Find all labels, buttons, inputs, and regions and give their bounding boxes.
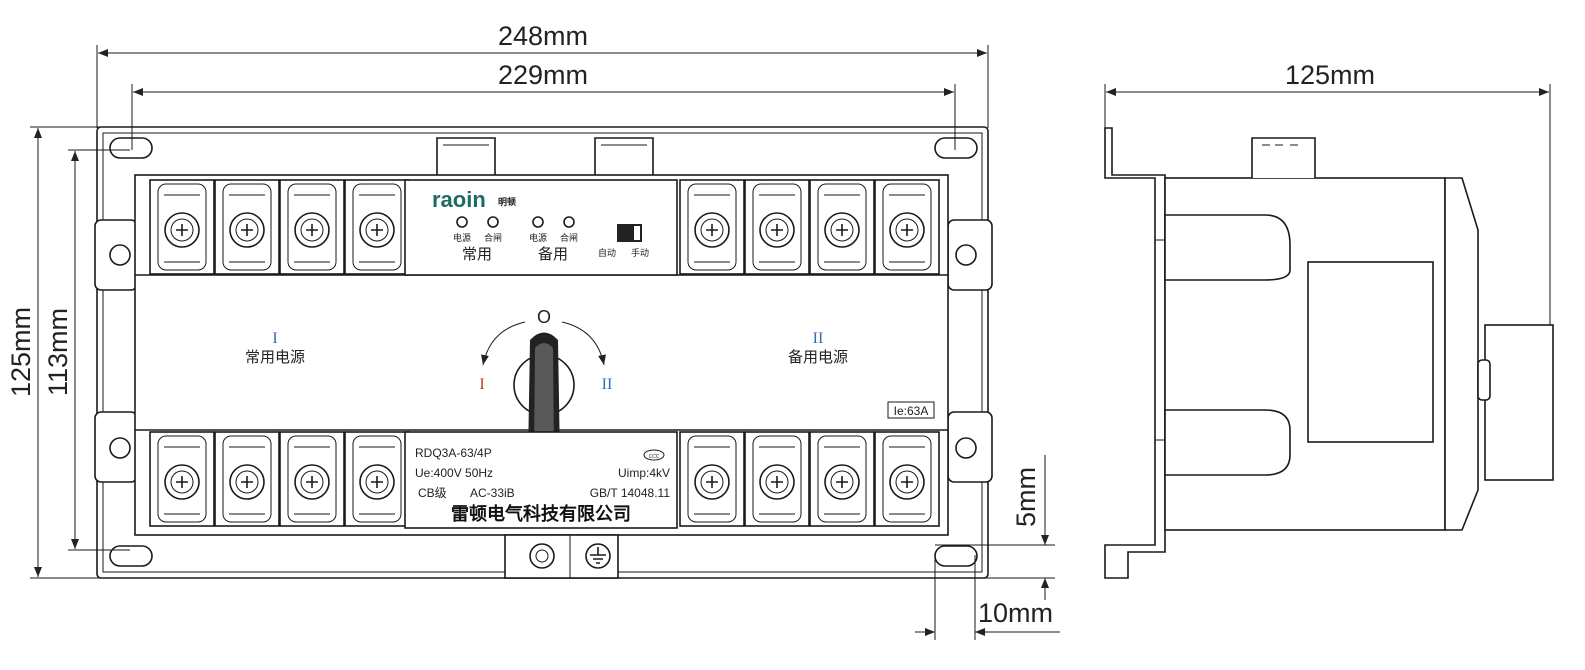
dimension-overall-width: 248mm	[96, 21, 989, 128]
normal-numeral: I	[272, 330, 277, 347]
mount-slot	[109, 545, 153, 567]
control-panel: raoin 明顿 电源 合闸 电源 合闸 常用 备用 自动 手动	[404, 179, 678, 276]
dimension-mount-width: 229mm	[131, 60, 956, 150]
company-name: 雷顿电气科技有限公司	[451, 503, 631, 524]
mode-label-manual: 手动	[631, 247, 649, 258]
led-standby-close	[563, 216, 575, 228]
dim-label: 125mm	[1285, 60, 1375, 90]
mode-label-auto: 自动	[598, 247, 616, 258]
led-normal-close	[487, 216, 499, 228]
dimension-slot-horizontal: 10mm	[915, 555, 1060, 640]
dimension-side-depth: 125mm	[1104, 60, 1551, 330]
led-label: 电源	[529, 232, 547, 243]
handle-position-standby: II	[602, 376, 613, 393]
model-number: RDQ3A-63/4P	[415, 446, 492, 460]
dim-label: 229mm	[498, 60, 588, 90]
group-label-normal: 常用	[462, 246, 492, 263]
rating-badge: Ie:63A	[894, 404, 929, 418]
nameplate: RDQ3A-63/4P Ue:400V 50Hz CB级 AC-33iB CCC…	[404, 431, 678, 529]
impulse-voltage: Uimp:4kV	[618, 466, 670, 480]
ccc-mark: CCC	[649, 454, 660, 460]
mount-slot	[109, 137, 153, 159]
dimension-mount-height: 113mm	[43, 149, 130, 551]
bottom-terminals-standby	[679, 431, 940, 527]
standby-numeral: II	[813, 330, 824, 347]
dimension-overall-height: 125mm	[6, 126, 100, 579]
mount-slot	[934, 137, 978, 159]
normal-source-label: 常用电源	[245, 349, 305, 366]
front-view: raoin 明顿 电源 合闸 电源 合闸 常用 备用 自动 手动 I 常用电源 …	[94, 126, 993, 579]
ground-screw	[529, 543, 555, 569]
standby-source-label: 备用电源	[788, 349, 848, 366]
led-label: 合闸	[484, 232, 502, 243]
dim-label: 248mm	[498, 21, 588, 51]
led-label: 电源	[453, 232, 471, 243]
led-label: 合闸	[560, 232, 578, 243]
top-terminals-standby	[679, 179, 940, 275]
ground-icon	[585, 543, 611, 569]
dimension-slot-vertical: 5mm	[935, 455, 1055, 600]
bottom-terminals-normal	[149, 431, 410, 527]
dim-label: 125mm	[6, 307, 36, 397]
device-class: CB级	[418, 486, 447, 500]
mount-slot	[934, 545, 978, 567]
dim-label: 5mm	[1011, 467, 1041, 527]
handle-position-normal: I	[479, 376, 484, 393]
dim-label: 113mm	[43, 308, 73, 396]
group-label-standby: 备用	[538, 246, 568, 263]
standard: GB/T 14048.11	[590, 486, 671, 500]
led-normal-power	[456, 216, 468, 228]
brand-logo-sub: 明顿	[498, 196, 516, 207]
rated-voltage: Ue:400V 50Hz	[415, 466, 493, 480]
utilization-category: AC-33iB	[470, 486, 515, 500]
led-standby-power	[532, 216, 544, 228]
brand-logo: raoin	[432, 187, 486, 212]
side-view	[1104, 127, 1554, 579]
dim-label: 10mm	[978, 598, 1053, 628]
top-terminals-normal	[149, 179, 410, 275]
handle-position-off: O	[537, 307, 551, 327]
